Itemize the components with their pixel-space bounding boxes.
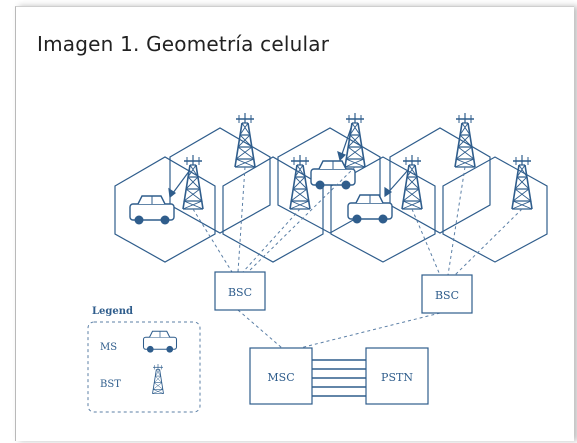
msc-label: MSC bbox=[267, 371, 294, 384]
tower-icon bbox=[401, 154, 423, 210]
bsc-right-node: BSC bbox=[421, 274, 473, 314]
legend: Legend MS BST bbox=[87, 306, 201, 413]
tower-icon bbox=[234, 112, 256, 168]
tower-icon bbox=[511, 154, 533, 210]
legend-ms-label: MS bbox=[100, 342, 117, 353]
hex-cell bbox=[169, 127, 271, 234]
tower-icon bbox=[454, 112, 476, 168]
towers bbox=[182, 112, 533, 210]
car-icon bbox=[129, 195, 175, 226]
pstn-label: PSTN bbox=[381, 371, 413, 384]
legend-bst-label: BST bbox=[100, 379, 121, 390]
radio-links bbox=[168, 124, 409, 199]
tower-icon bbox=[289, 154, 311, 210]
legend-box bbox=[87, 321, 201, 413]
tower-icon bbox=[182, 154, 204, 210]
bsc-left-label: BSC bbox=[228, 286, 252, 299]
legend-tower-icon bbox=[152, 363, 164, 395]
pstn-node: PSTN bbox=[365, 347, 429, 405]
figure-title: Imagen 1. Geometría celular bbox=[37, 32, 330, 56]
msc-node: MSC bbox=[249, 347, 313, 405]
bsc-msc-links bbox=[237, 309, 441, 349]
pstn-box bbox=[365, 347, 429, 405]
car-icon bbox=[347, 194, 393, 225]
msc-pstn-trunk bbox=[312, 359, 366, 397]
msc-box bbox=[249, 347, 313, 405]
bsc-left-box bbox=[214, 271, 266, 311]
hex-cell bbox=[222, 156, 324, 263]
hex-cell bbox=[389, 127, 491, 234]
bsc-left-node: BSC bbox=[214, 271, 266, 311]
bsc-right-box bbox=[421, 274, 473, 314]
legend-title: Legend bbox=[92, 306, 133, 317]
hex-cell bbox=[442, 156, 548, 263]
hex-cell bbox=[114, 156, 216, 263]
tower-icon bbox=[344, 112, 366, 168]
bst-bsc-links bbox=[192, 166, 523, 276]
hex-cell bbox=[330, 156, 436, 263]
hex-cells bbox=[114, 127, 548, 263]
bsc-right-label: BSC bbox=[435, 289, 459, 302]
legend-car-icon bbox=[142, 330, 178, 354]
